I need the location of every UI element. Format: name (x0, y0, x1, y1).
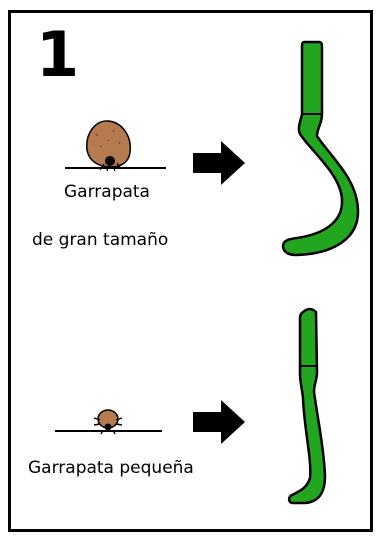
right-arrow-icon (193, 400, 245, 444)
large-tick-caption-line-1: Garrapata (64, 182, 150, 202)
tick-removal-tool-small (287, 307, 327, 505)
tick-removal-tool-large (281, 40, 360, 257)
small-tick-caption: Garrapata pequeña (28, 458, 194, 478)
step-number: 1 (36, 18, 80, 91)
large-tick-icon (65, 120, 166, 172)
small-tick-icon (55, 409, 162, 435)
right-arrow-icon (193, 141, 245, 185)
large-tick-caption-line-2: de gran tamaño (32, 230, 169, 250)
